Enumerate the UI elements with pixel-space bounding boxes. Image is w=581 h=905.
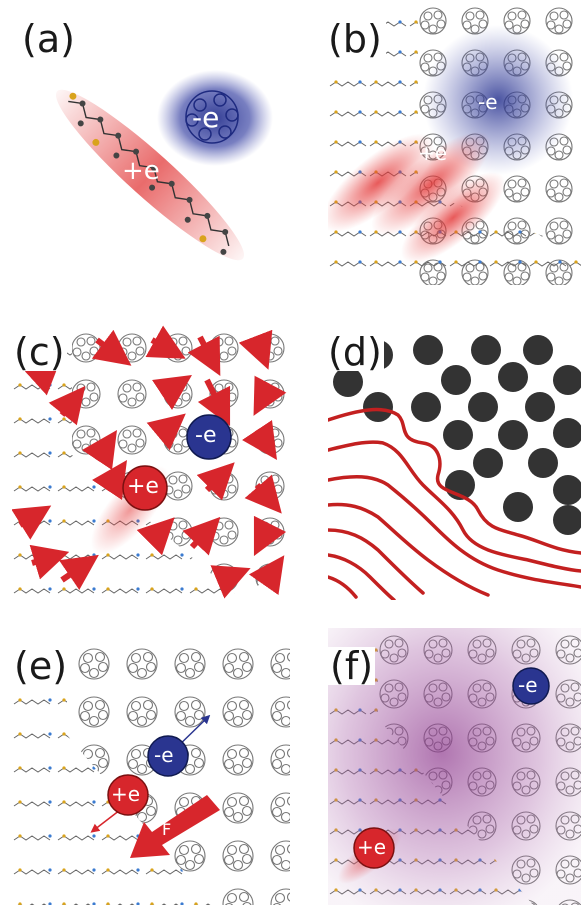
hole-disc — [107, 774, 149, 816]
panel-e: (e) +e -e F — [12, 640, 290, 905]
hole-cloud — [328, 131, 506, 264]
electron-disc — [147, 735, 189, 777]
panel-d: (d) — [328, 325, 581, 600]
panel-e-hole-label: +e — [111, 782, 141, 806]
panel-c: (c) +e -e — [12, 325, 290, 600]
electron-cloud — [157, 70, 273, 166]
panel-a: (a) +e -e — [0, 0, 290, 290]
panel-c-graphic — [12, 325, 290, 600]
panel-b-label: (b) — [328, 20, 386, 58]
panel-a-graphic — [55, 70, 273, 261]
panel-e-force-label: F — [162, 820, 172, 839]
panel-d-label: (d) — [328, 330, 384, 374]
panel-e-graphic — [12, 640, 290, 905]
fullerene-molecule-icon — [185, 90, 239, 144]
panel-e-label: (e) — [12, 644, 70, 688]
fullerene-domain — [72, 325, 290, 600]
panel-c-hole-label: +e — [127, 474, 159, 499]
polymer-chain-band — [55, 89, 245, 261]
hole-disc — [353, 827, 395, 869]
panel-a-hole-label: +e — [122, 156, 160, 186]
panel-c-label: (c) — [12, 330, 67, 374]
force-arrow-icon — [130, 795, 220, 858]
panel-f-label: (f) — [328, 644, 376, 688]
panel-b: (b) +e -e — [328, 0, 581, 285]
electron-disc — [186, 414, 232, 460]
dipole-arrow-icons — [12, 325, 287, 599]
panel-f: (f) +e -e — [328, 628, 581, 905]
panel-e-electron-label: -e — [154, 743, 174, 767]
polymer-domain — [12, 640, 212, 905]
panel-f-electron-label: -e — [518, 673, 538, 697]
panel-b-electron-label: -e — [478, 90, 498, 114]
panel-b-hole-label: +e — [418, 141, 448, 165]
polymer-line-icons — [328, 407, 581, 600]
electron-disc — [512, 667, 550, 705]
panel-a-electron-label: -e — [192, 101, 220, 134]
panel-c-electron-label: -e — [195, 423, 217, 448]
panel-f-graphic — [328, 628, 581, 905]
panel-b-graphic — [328, 0, 581, 285]
hole-disc — [122, 465, 168, 511]
panel-f-hole-label: +e — [357, 835, 387, 859]
panel-a-label: (a) — [22, 17, 75, 61]
